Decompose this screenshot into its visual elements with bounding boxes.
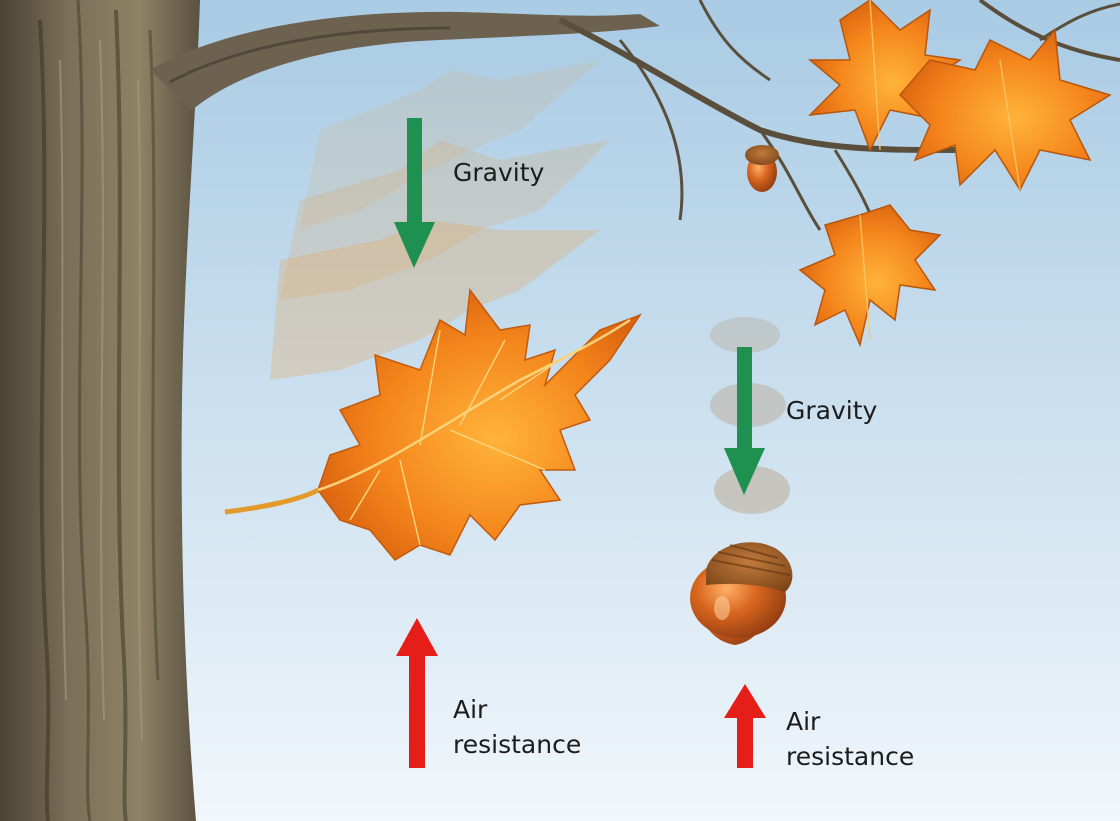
air-resistance-label-leaf: Air resistance (453, 692, 581, 762)
air-resistance-label-acorn-line2: resistance (786, 739, 914, 774)
tree-trunk (0, 0, 200, 821)
gravity-label-leaf: Gravity (453, 155, 544, 190)
air-resistance-label-leaf-line1: Air (453, 692, 581, 727)
air-resistance-label-acorn: Air resistance (786, 704, 914, 774)
air-resistance-label-leaf-line2: resistance (453, 727, 581, 762)
air-resistance-label-acorn-line1: Air (786, 704, 914, 739)
gravity-label-acorn: Gravity (786, 393, 877, 428)
